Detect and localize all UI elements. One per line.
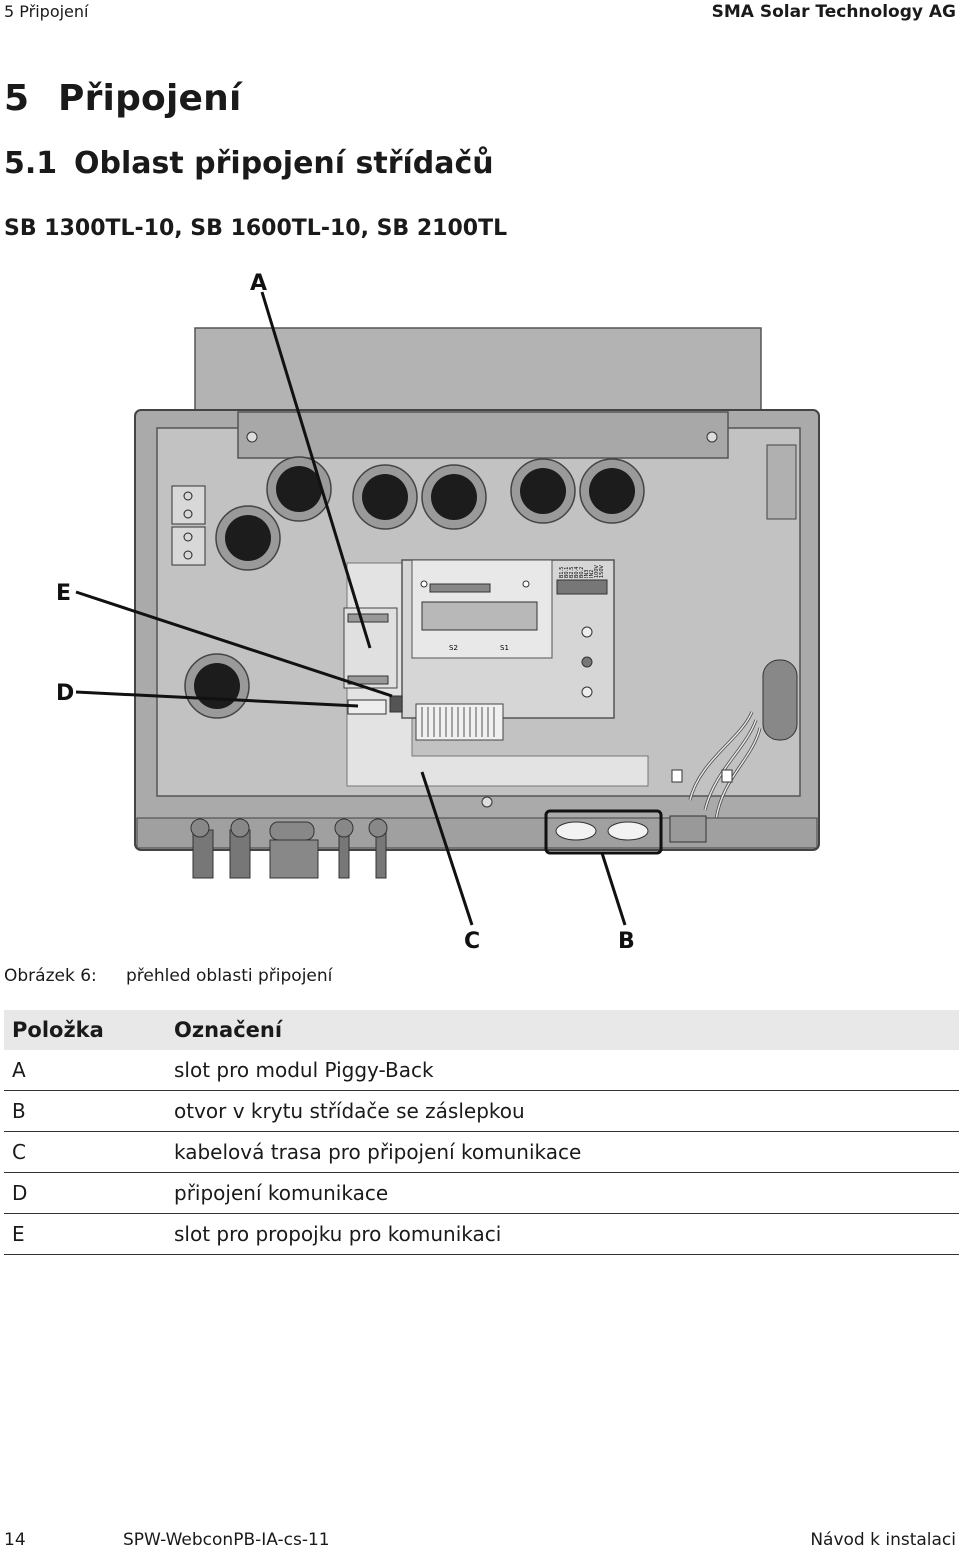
vent-grille: [762, 659, 798, 741]
running-header-section: 5 Připojení: [4, 2, 89, 21]
ac-terminal-blocks: [171, 485, 206, 566]
svg-text:B0.1: B0.1: [564, 567, 570, 578]
lcd-display: [421, 601, 538, 631]
svg-text:B2.5: B2.5: [569, 567, 575, 578]
callout-b: B: [618, 929, 635, 954]
chapter-heading: 5 Připojení: [4, 78, 242, 119]
chapter-number: 5: [4, 78, 30, 119]
legend-designation: slot pro propojku pro komunikaci: [166, 1213, 959, 1255]
heat-sink: [415, 703, 504, 741]
mounting-plate: [194, 327, 762, 419]
legend-item: E: [4, 1213, 166, 1255]
figure-caption-text: přehled oblasti připojení: [126, 966, 333, 986]
legend-table: Položka Označení A slot pro modul Piggy-…: [4, 1010, 959, 1255]
callout-a: A: [250, 271, 267, 296]
screw-icon: [246, 431, 258, 443]
section-number: 5.1: [4, 146, 58, 181]
screw-icon: [706, 431, 718, 443]
cable-gland-openings: [184, 456, 645, 719]
svg-text:IN2: IN2: [589, 570, 595, 578]
cable-gland: [669, 815, 707, 843]
callout-e: E: [56, 581, 71, 606]
legend-item: A: [4, 1050, 166, 1091]
s1-label: S1: [500, 644, 509, 652]
model-list-heading: SB 1300TL-10, SB 1600TL-10, SB 2100TL: [4, 216, 508, 241]
svg-text:100V: 100V: [594, 564, 600, 578]
pin-header: [429, 583, 491, 593]
legend-item: B: [4, 1090, 166, 1132]
svg-text:B0.4: B0.4: [574, 567, 580, 578]
callout-lines: [75, 291, 627, 926]
svg-text:B1.5: B1.5: [559, 567, 565, 578]
legend-header-row: Položka Označení: [4, 1010, 959, 1050]
legend-header-item: Položka: [4, 1010, 166, 1050]
legend-designation: kabelová trasa pro připojení komunikace: [166, 1131, 959, 1173]
svg-text:IN3: IN3: [584, 570, 590, 578]
table-row: C kabelová trasa pro připojení komunikac…: [4, 1131, 959, 1173]
dip-switches: [556, 579, 608, 595]
page-number: 14: [4, 1530, 26, 1550]
dc-connectors: [190, 818, 388, 879]
s2-label: S2: [449, 644, 458, 652]
legend-item: D: [4, 1172, 166, 1214]
running-header-company: SMA Solar Technology AG: [711, 2, 956, 22]
section-heading: 5.1 Oblast připojení střídačů: [4, 146, 494, 181]
svg-text:150V: 150V: [599, 564, 605, 578]
document-type: Návod k instalaci: [810, 1530, 956, 1550]
table-row: B otvor v krytu střídače se záslepkou: [4, 1090, 959, 1132]
table-row: A slot pro modul Piggy-Back: [4, 1050, 959, 1091]
legend-designation: připojení komunikace: [166, 1172, 959, 1214]
callout-d: D: [56, 681, 74, 706]
chapter-title: Připojení: [58, 78, 242, 119]
jumper-slot: [389, 695, 403, 713]
legend-designation: otvor v krytu střídače se záslepkou: [166, 1090, 959, 1132]
top-bracket: [237, 411, 729, 459]
legend-header-designation: Označení: [166, 1010, 959, 1050]
legend-designation: slot pro modul Piggy-Back: [166, 1050, 959, 1091]
legend-item: C: [4, 1131, 166, 1173]
section-title: Oblast připojení střídačů: [74, 146, 494, 181]
document-code: SPW-WebconPB-IA-cs-11: [123, 1530, 330, 1550]
callout-c: C: [464, 929, 480, 954]
sealing-plug: [607, 821, 649, 841]
figure-caption-label: Obrázek 6:: [4, 966, 97, 986]
dip-switch-labels: B1.5 B0.1 B2.5 B0.4 B0.2 IN3 IN2 100V 15…: [559, 564, 605, 578]
svg-text:B0.2: B0.2: [579, 567, 585, 578]
table-row: D připojení komunikace: [4, 1172, 959, 1214]
vent-slot: [766, 444, 797, 520]
sealing-plug: [555, 821, 597, 841]
inverter-connection-figure: S2 S1 B1.5 B0.1 B2.5 B0.4 B0.2 IN3 IN2 1…: [56, 271, 820, 954]
table-row: E slot pro propojku pro komunikaci: [4, 1213, 959, 1255]
